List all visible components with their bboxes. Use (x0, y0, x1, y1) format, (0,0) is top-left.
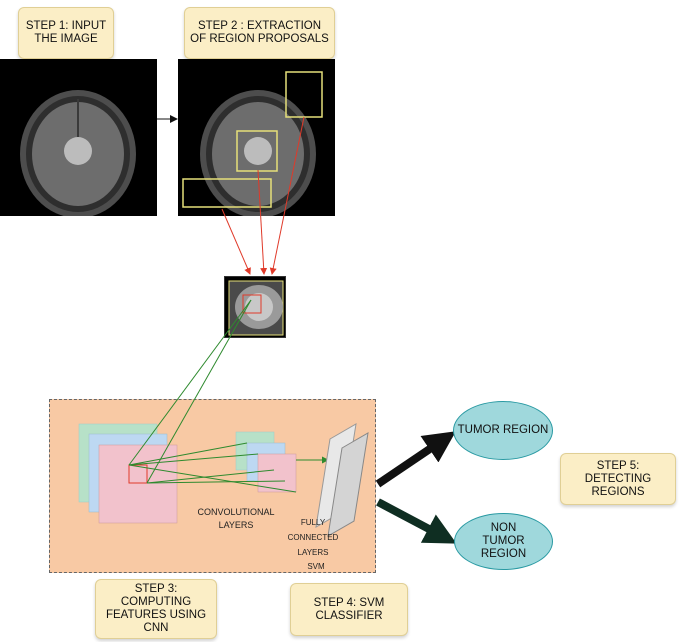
tumor-region-output: TUMOR REGION (453, 401, 553, 460)
region-proposal-box (182, 178, 272, 208)
step1-box: STEP 1: INPUT THE IMAGE (18, 7, 114, 59)
proposal-mri-image (178, 59, 335, 216)
warped-region-image (224, 276, 286, 338)
fc-layers-label: FULLY CONNECTED LAYERS (287, 518, 339, 557)
non-tumor-region-output: NON TUMOR REGION (454, 513, 553, 570)
red-arrow (257, 169, 268, 275)
green-line (128, 442, 248, 466)
fully-connected-plane (327, 432, 369, 537)
receptive-field (128, 464, 148, 484)
green-line (128, 464, 297, 493)
region-proposal-box (236, 130, 278, 172)
step5-box: STEP 5: DETECTING REGIONS (560, 453, 676, 505)
conv-layers-label: CONVOLUTIONAL LAYERS (197, 507, 275, 530)
arrow-to-non-tumor (376, 498, 457, 544)
step4-box: STEP 4: SVM CLASSIFIER (290, 583, 408, 636)
red-arrow (221, 208, 251, 275)
feature-map-layer (98, 444, 178, 524)
input-mri-image (0, 59, 157, 216)
feature-map-layer (257, 453, 297, 493)
arrow-to-tumor (375, 431, 456, 488)
green-line (146, 469, 275, 484)
green-line (146, 480, 286, 484)
green-line (146, 299, 252, 484)
green-line (128, 453, 259, 466)
svm-label: SVM (307, 562, 325, 571)
red-arrow (269, 116, 305, 275)
step2-box: STEP 2 : EXTRACTION OF REGION PROPOSALS (184, 7, 335, 59)
step3-box: STEP 3: COMPUTING FEATURES USING CNN (95, 579, 217, 639)
green-line (128, 299, 252, 466)
